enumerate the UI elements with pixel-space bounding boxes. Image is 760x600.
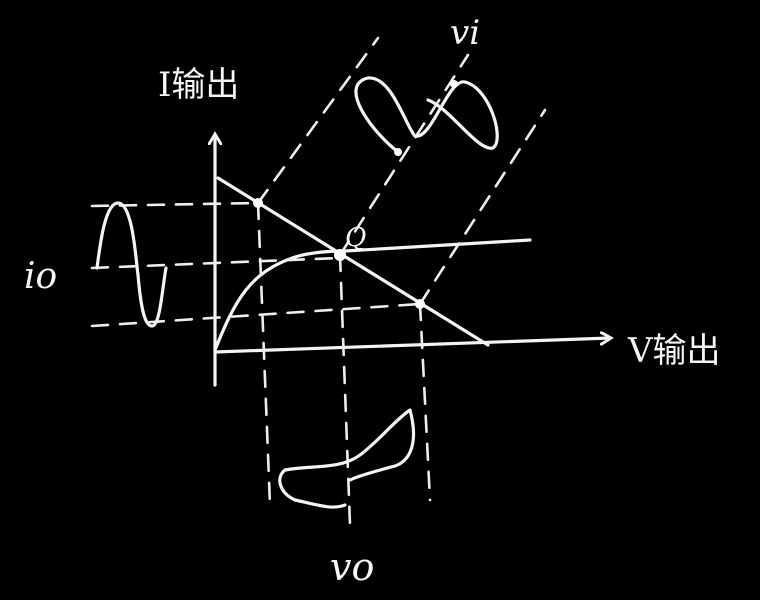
dash-current-q: [90, 256, 342, 270]
point-input-wave: [394, 148, 402, 156]
dash-input-upper: [256, 36, 380, 205]
dash-voltage-min: [256, 201, 272, 507]
load-line: [216, 176, 490, 347]
input-signal-label: vi: [450, 13, 480, 53]
point-input-wave-2: [450, 80, 458, 88]
input-waveform: [354, 76, 499, 154]
y-axis-label: I输出: [158, 65, 239, 105]
output-current-waveform: [95, 201, 168, 328]
output-current-label: io: [24, 256, 57, 297]
dash-input-lower: [418, 108, 547, 306]
output-voltage-label: vo: [330, 545, 374, 589]
output-voltage-waveform: [278, 408, 416, 509]
q-point-marker: [334, 249, 346, 261]
q-point-label: Q: [345, 223, 366, 253]
dash-current-max: [90, 201, 260, 208]
dash-input-q: [338, 53, 470, 257]
point-current-max: [253, 198, 263, 208]
dash-voltage-max: [418, 302, 432, 502]
x-axis: [213, 338, 610, 354]
dash-voltage-q: [338, 253, 352, 527]
point-current-min: [415, 299, 425, 309]
x-axis-label: V输出: [627, 331, 721, 371]
